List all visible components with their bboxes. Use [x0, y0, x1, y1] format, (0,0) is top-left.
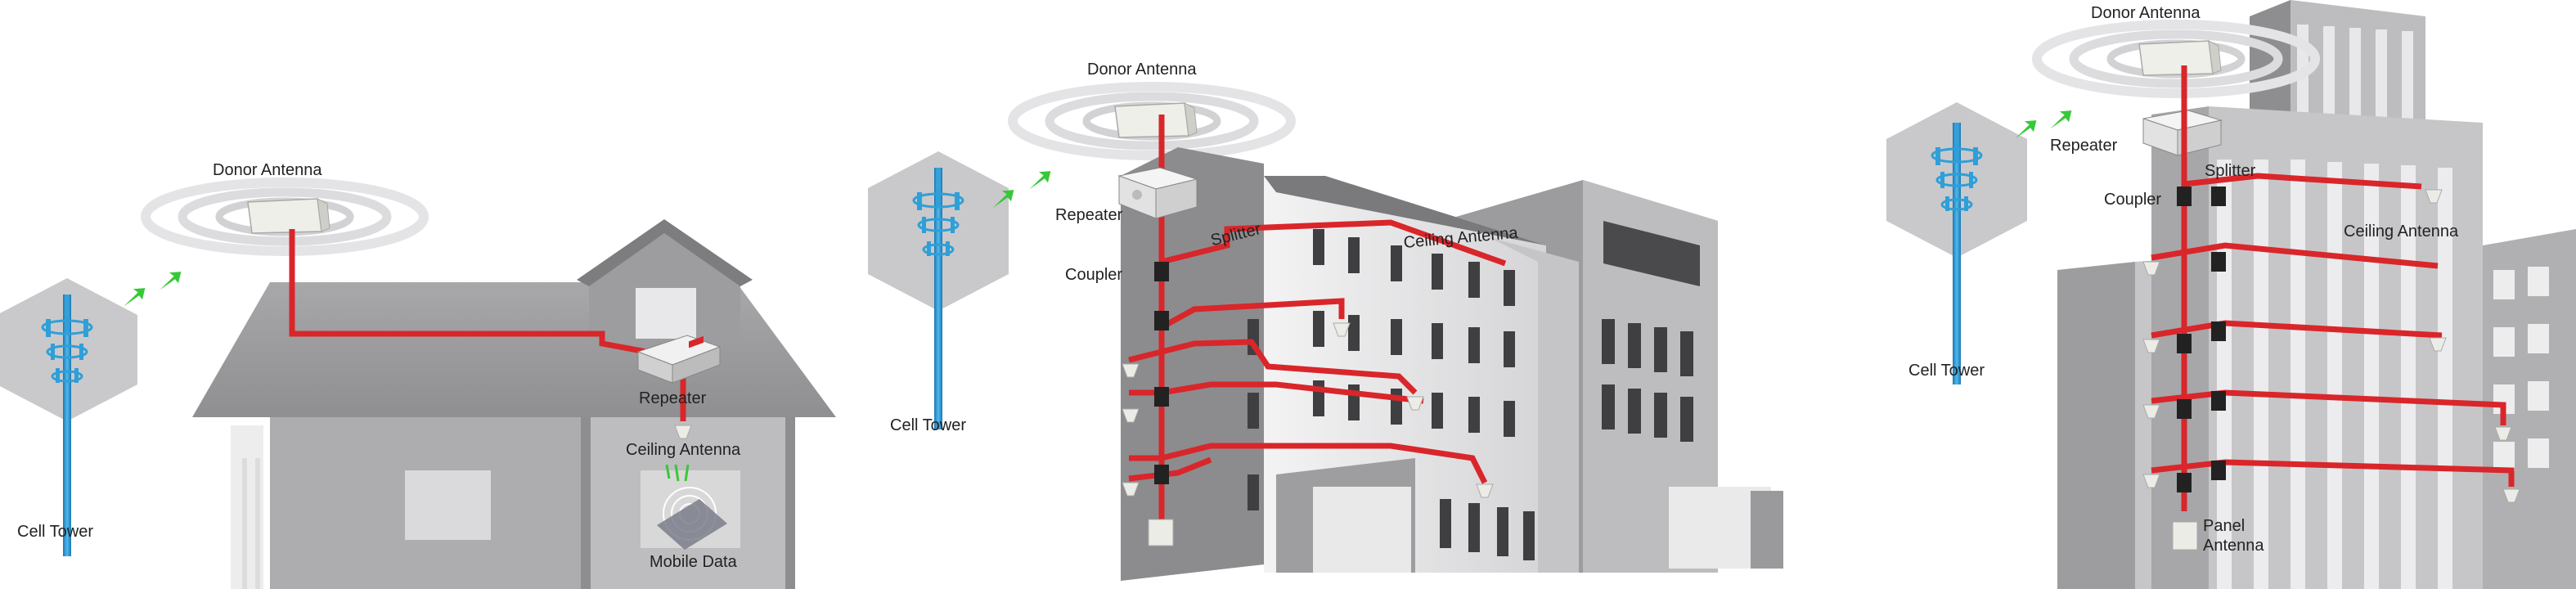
label-panel-antenna-line2: Antenna — [2203, 537, 2264, 555]
panel-antenna-icon — [1148, 519, 1174, 546]
label-donor-antenna: Donor Antenna — [2091, 4, 2201, 22]
donor-antenna-icon — [1013, 87, 1291, 155]
cell-tower-icon — [41, 293, 93, 558]
label-splitter: Splitter — [2205, 162, 2256, 180]
floor-cables — [2151, 173, 2515, 487]
cell-tower-icon — [1931, 121, 1983, 386]
panel-tower-building — [1886, 0, 2576, 589]
label-ceiling-antenna: Ceiling Antenna — [2344, 223, 2459, 241]
phone-icon — [657, 487, 727, 550]
signal-arrow-icon — [1024, 168, 1054, 190]
label-cell-tower: Cell Tower — [17, 523, 93, 541]
house-window — [405, 470, 491, 540]
repeater-icon — [1117, 167, 1198, 219]
label-repeater: Repeater — [2050, 137, 2118, 155]
label-mobile-data: Mobile Data — [650, 553, 737, 571]
floor-cables — [1128, 219, 1507, 484]
panel-office — [868, 87, 1783, 581]
label-ceiling-antenna: Ceiling Antenna — [626, 441, 741, 459]
signal-arrows-icon — [665, 464, 690, 482]
signal-arrow-icon — [119, 285, 149, 307]
label-repeater: Repeater — [639, 389, 707, 407]
signal-arrow-icon — [155, 268, 185, 290]
label-repeater: Repeater — [1055, 206, 1123, 224]
cable-line — [289, 229, 647, 355]
panel-antenna-icon — [2172, 521, 2198, 551]
label-cell-tower: Cell Tower — [1908, 362, 1985, 380]
building-left — [2057, 262, 2135, 589]
label-donor-antenna: Donor Antenna — [213, 161, 322, 179]
signal-arrow-icon — [2045, 107, 2075, 129]
label-panel-antenna-line1: Panel — [2203, 517, 2246, 535]
donor-antenna-icon — [146, 182, 424, 251]
panel-house — [0, 182, 836, 589]
repeater-icon — [636, 335, 722, 384]
label-cell-tower: Cell Tower — [890, 416, 966, 434]
label-donor-antenna: Donor Antenna — [1087, 61, 1197, 79]
label-coupler: Coupler — [1065, 266, 1123, 284]
label-coupler: Coupler — [2104, 191, 2162, 209]
